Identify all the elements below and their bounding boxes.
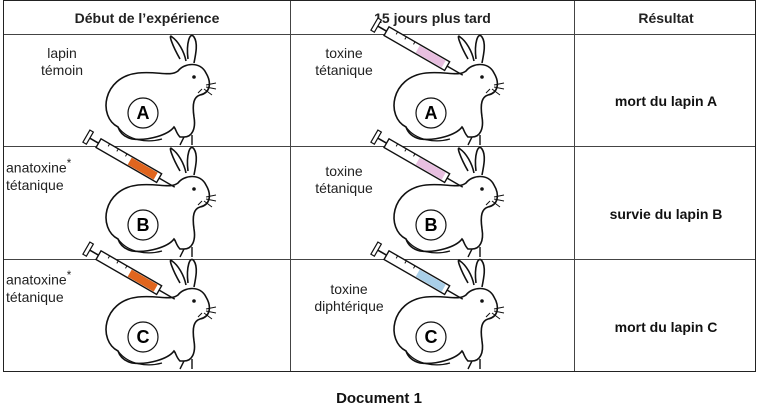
- rabbit-illustration: C: [370, 241, 505, 370]
- letter-circle: [127, 97, 159, 129]
- syringe-icon: [82, 241, 176, 300]
- rabbit-letter: C: [137, 327, 150, 347]
- label-lapin-temoin: lapin témoin: [40, 45, 84, 78]
- rabbit-illustration: A: [370, 17, 505, 146]
- label-anatoxine-tetanique: anatoxine* tétanique: [6, 269, 72, 305]
- syringe-icon: [370, 129, 464, 188]
- label-anatoxine-tetanique: anatoxine* tétanique: [6, 157, 72, 193]
- rabbit-illustration: A: [105, 34, 217, 146]
- label-toxine-tetanique: toxine tétanique: [315, 45, 373, 78]
- row-divider: [4, 34, 755, 35]
- header-resultat: Résultat: [638, 9, 694, 26]
- rabbit-illustration: B: [370, 129, 505, 258]
- rabbit-letter: A: [425, 103, 438, 123]
- letter-circle: [127, 209, 159, 241]
- result-row-a: mort du lapin A: [614, 93, 718, 109]
- column-divider: [290, 1, 291, 371]
- result-row-c: mort du lapin C: [614, 319, 718, 335]
- rabbit-letter: A: [137, 103, 150, 123]
- syringe-icon: [82, 129, 176, 188]
- rabbit-illustration: B: [82, 129, 217, 258]
- rabbit-letter: B: [137, 215, 150, 235]
- header-debut: Début de l’expérience: [74, 9, 220, 26]
- label-toxine-diphterique: toxine diphtérique: [314, 281, 384, 314]
- header-15-jours: 15 jours plus tard: [374, 9, 491, 26]
- label-toxine-tetanique: toxine tétanique: [315, 163, 373, 196]
- letter-circle: [415, 97, 447, 129]
- document-caption: Document 1: [336, 390, 422, 407]
- rabbit-letter: C: [425, 327, 438, 347]
- letter-circle: [415, 321, 447, 353]
- letter-circle: [415, 209, 447, 241]
- column-divider: [574, 1, 575, 371]
- syringe-icon: [370, 17, 464, 76]
- rabbit-letter: B: [425, 215, 438, 235]
- syringe-icon: [370, 241, 464, 300]
- rabbit-illustration: C: [82, 241, 217, 370]
- letter-circle: [127, 321, 159, 353]
- result-row-b: survie du lapin B: [609, 206, 723, 222]
- experiment-table: Début de l’expérience 15 jours plus tard…: [3, 0, 756, 372]
- row-divider: [4, 259, 755, 260]
- row-divider: [4, 146, 755, 147]
